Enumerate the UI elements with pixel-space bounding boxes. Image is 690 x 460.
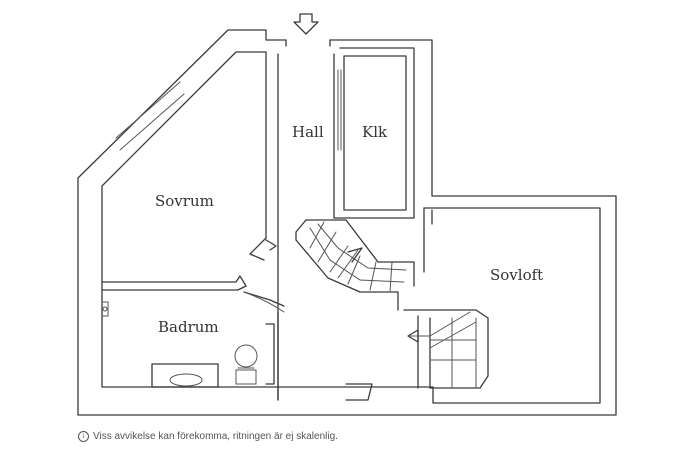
disclaimer-text: Viss avvikelse kan förekomma, ritningen … xyxy=(93,431,338,442)
kitchen-walls xyxy=(333,47,415,219)
room-label-sovloft: Sovloft xyxy=(490,266,543,284)
room-label-klk: Klk xyxy=(362,123,388,141)
entrance-arrow-icon xyxy=(293,13,319,35)
bath-walls xyxy=(101,275,285,388)
outer-walls xyxy=(77,29,617,416)
stair-loft xyxy=(403,309,489,389)
room-label-badrum: Badrum xyxy=(158,318,219,336)
stair-central xyxy=(295,219,415,401)
hall-walls xyxy=(249,53,279,401)
room-label-hall: Hall xyxy=(292,123,324,141)
room-label-sovrum: Sovrum xyxy=(155,192,214,210)
info-icon: i xyxy=(78,431,89,442)
disclaimer: i Viss avvikelse kan förekomma, ritninge… xyxy=(78,431,338,442)
